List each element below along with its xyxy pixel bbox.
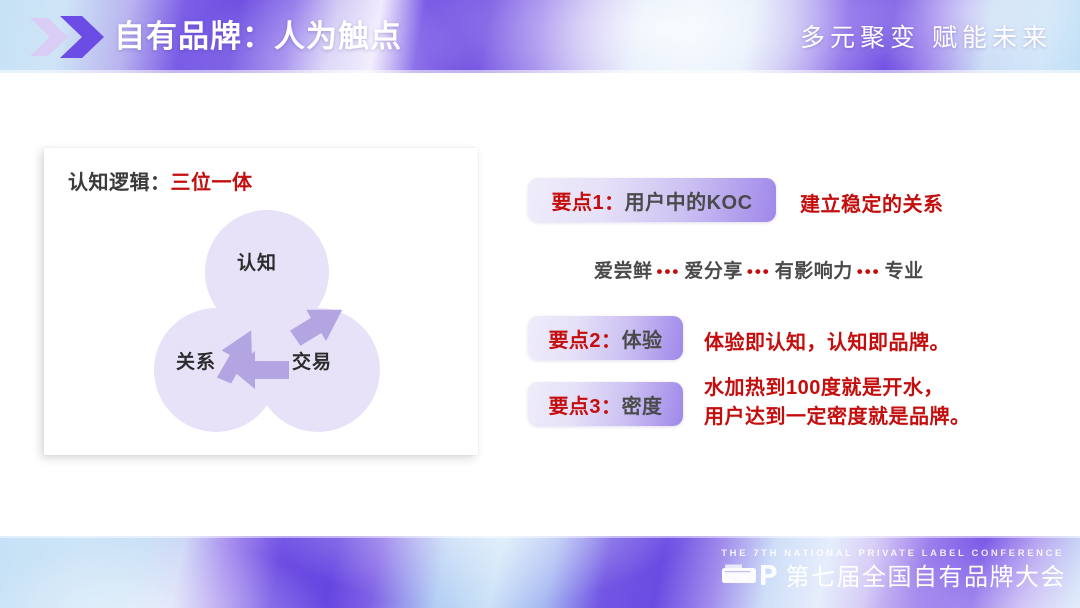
key-point-2-note: 体验即认知，认知即品牌。 bbox=[704, 332, 950, 354]
card-title-accent: 三位一体 bbox=[170, 172, 253, 194]
conference-brand-cn: 第七届全国自有品牌大会 bbox=[785, 563, 1066, 591]
key-point-2-value: 体验 bbox=[621, 329, 663, 352]
circle-cognition bbox=[205, 210, 329, 334]
koc-trait-separator-1: ••• bbox=[746, 262, 771, 281]
diagram-node-label-relationship: 关系 bbox=[176, 352, 217, 373]
slide-footer: THE 7TH NATIONAL PRIVATE LABEL CONFERENC… bbox=[0, 536, 1080, 608]
double-chevron-right-icon bbox=[12, 12, 108, 62]
koc-trait-separator-2: ••• bbox=[856, 262, 881, 281]
header-background-gradient bbox=[0, 0, 1080, 73]
card-title: 认知逻辑：三位一体 bbox=[68, 166, 253, 195]
header-divider bbox=[0, 70, 1080, 73]
key-point-3-key: 要点3： bbox=[548, 395, 622, 418]
circle-transaction bbox=[256, 308, 380, 432]
page-title: 自有品牌：人为触点 bbox=[114, 19, 402, 54]
key-point-1-value: 用户中的KOC bbox=[624, 191, 753, 214]
koc-trait-1: 爱分享 bbox=[684, 261, 743, 282]
key-point-3-pill: 要点3：密度 bbox=[528, 382, 683, 426]
conference-logo-icon bbox=[721, 562, 779, 593]
key-point-3-note: 水加热到100度就是开水， 用户达到一定密度就是品牌。 bbox=[704, 374, 1044, 432]
key-points-column: 要点1：用户中的KOC 建立稳定的关系 爱尝鲜•••爱分享•••有影响力•••专… bbox=[528, 0, 1068, 608]
key-point-1-note: 建立稳定的关系 bbox=[800, 194, 944, 216]
key-point-1-key: 要点1： bbox=[551, 191, 625, 214]
slide-header: 自有品牌：人为触点 多元聚变 赋能未来 bbox=[0, 0, 1080, 73]
koc-trait-0: 爱尝鲜 bbox=[594, 261, 653, 282]
footer-background-gradient bbox=[0, 536, 1080, 608]
arrow-relationship-to-cognition bbox=[216, 330, 253, 384]
arrow-transaction-to-relationship bbox=[232, 351, 289, 389]
conference-brand-row: 第七届全国自有品牌大会 bbox=[721, 562, 1067, 593]
conference-brand: THE 7TH NATIONAL PRIVATE LABEL CONFERENC… bbox=[721, 548, 1067, 593]
key-point-2-pill: 要点2：体验 bbox=[528, 316, 683, 360]
key-point-2-key: 要点2： bbox=[548, 329, 622, 352]
koc-trait-2: 有影响力 bbox=[774, 261, 853, 282]
koc-trait-separator-0: ••• bbox=[656, 262, 681, 281]
header-slogan: 多元聚变 赋能未来 bbox=[800, 24, 1052, 52]
key-point-3-value: 密度 bbox=[621, 395, 663, 418]
diagram-node-label-cognition: 认知 bbox=[237, 253, 278, 274]
key-point-3-note-line-1: 水加热到100度就是开水， bbox=[704, 377, 944, 399]
footer-divider bbox=[0, 536, 1080, 538]
koc-trait-3: 专业 bbox=[884, 261, 924, 282]
arrow-cognition-to-transaction bbox=[290, 309, 343, 346]
card-title-prefix: 认知逻辑： bbox=[68, 172, 171, 194]
koc-traits-list: 爱尝鲜•••爱分享•••有影响力•••专业 bbox=[594, 256, 924, 283]
cognition-logic-card: 认知逻辑：三位一体 认知 关系 bbox=[44, 148, 478, 455]
key-point-3-note-line-2: 用户达到一定密度就是品牌。 bbox=[704, 406, 971, 428]
diagram-node-label-transaction: 交易 bbox=[292, 352, 333, 373]
three-in-one-cycle-diagram: 认知 关系 交易 bbox=[152, 210, 382, 438]
conference-brand-en: THE 7TH NATIONAL PRIVATE LABEL CONFERENC… bbox=[721, 548, 1064, 559]
key-point-1-pill: 要点1：用户中的KOC bbox=[528, 178, 776, 222]
